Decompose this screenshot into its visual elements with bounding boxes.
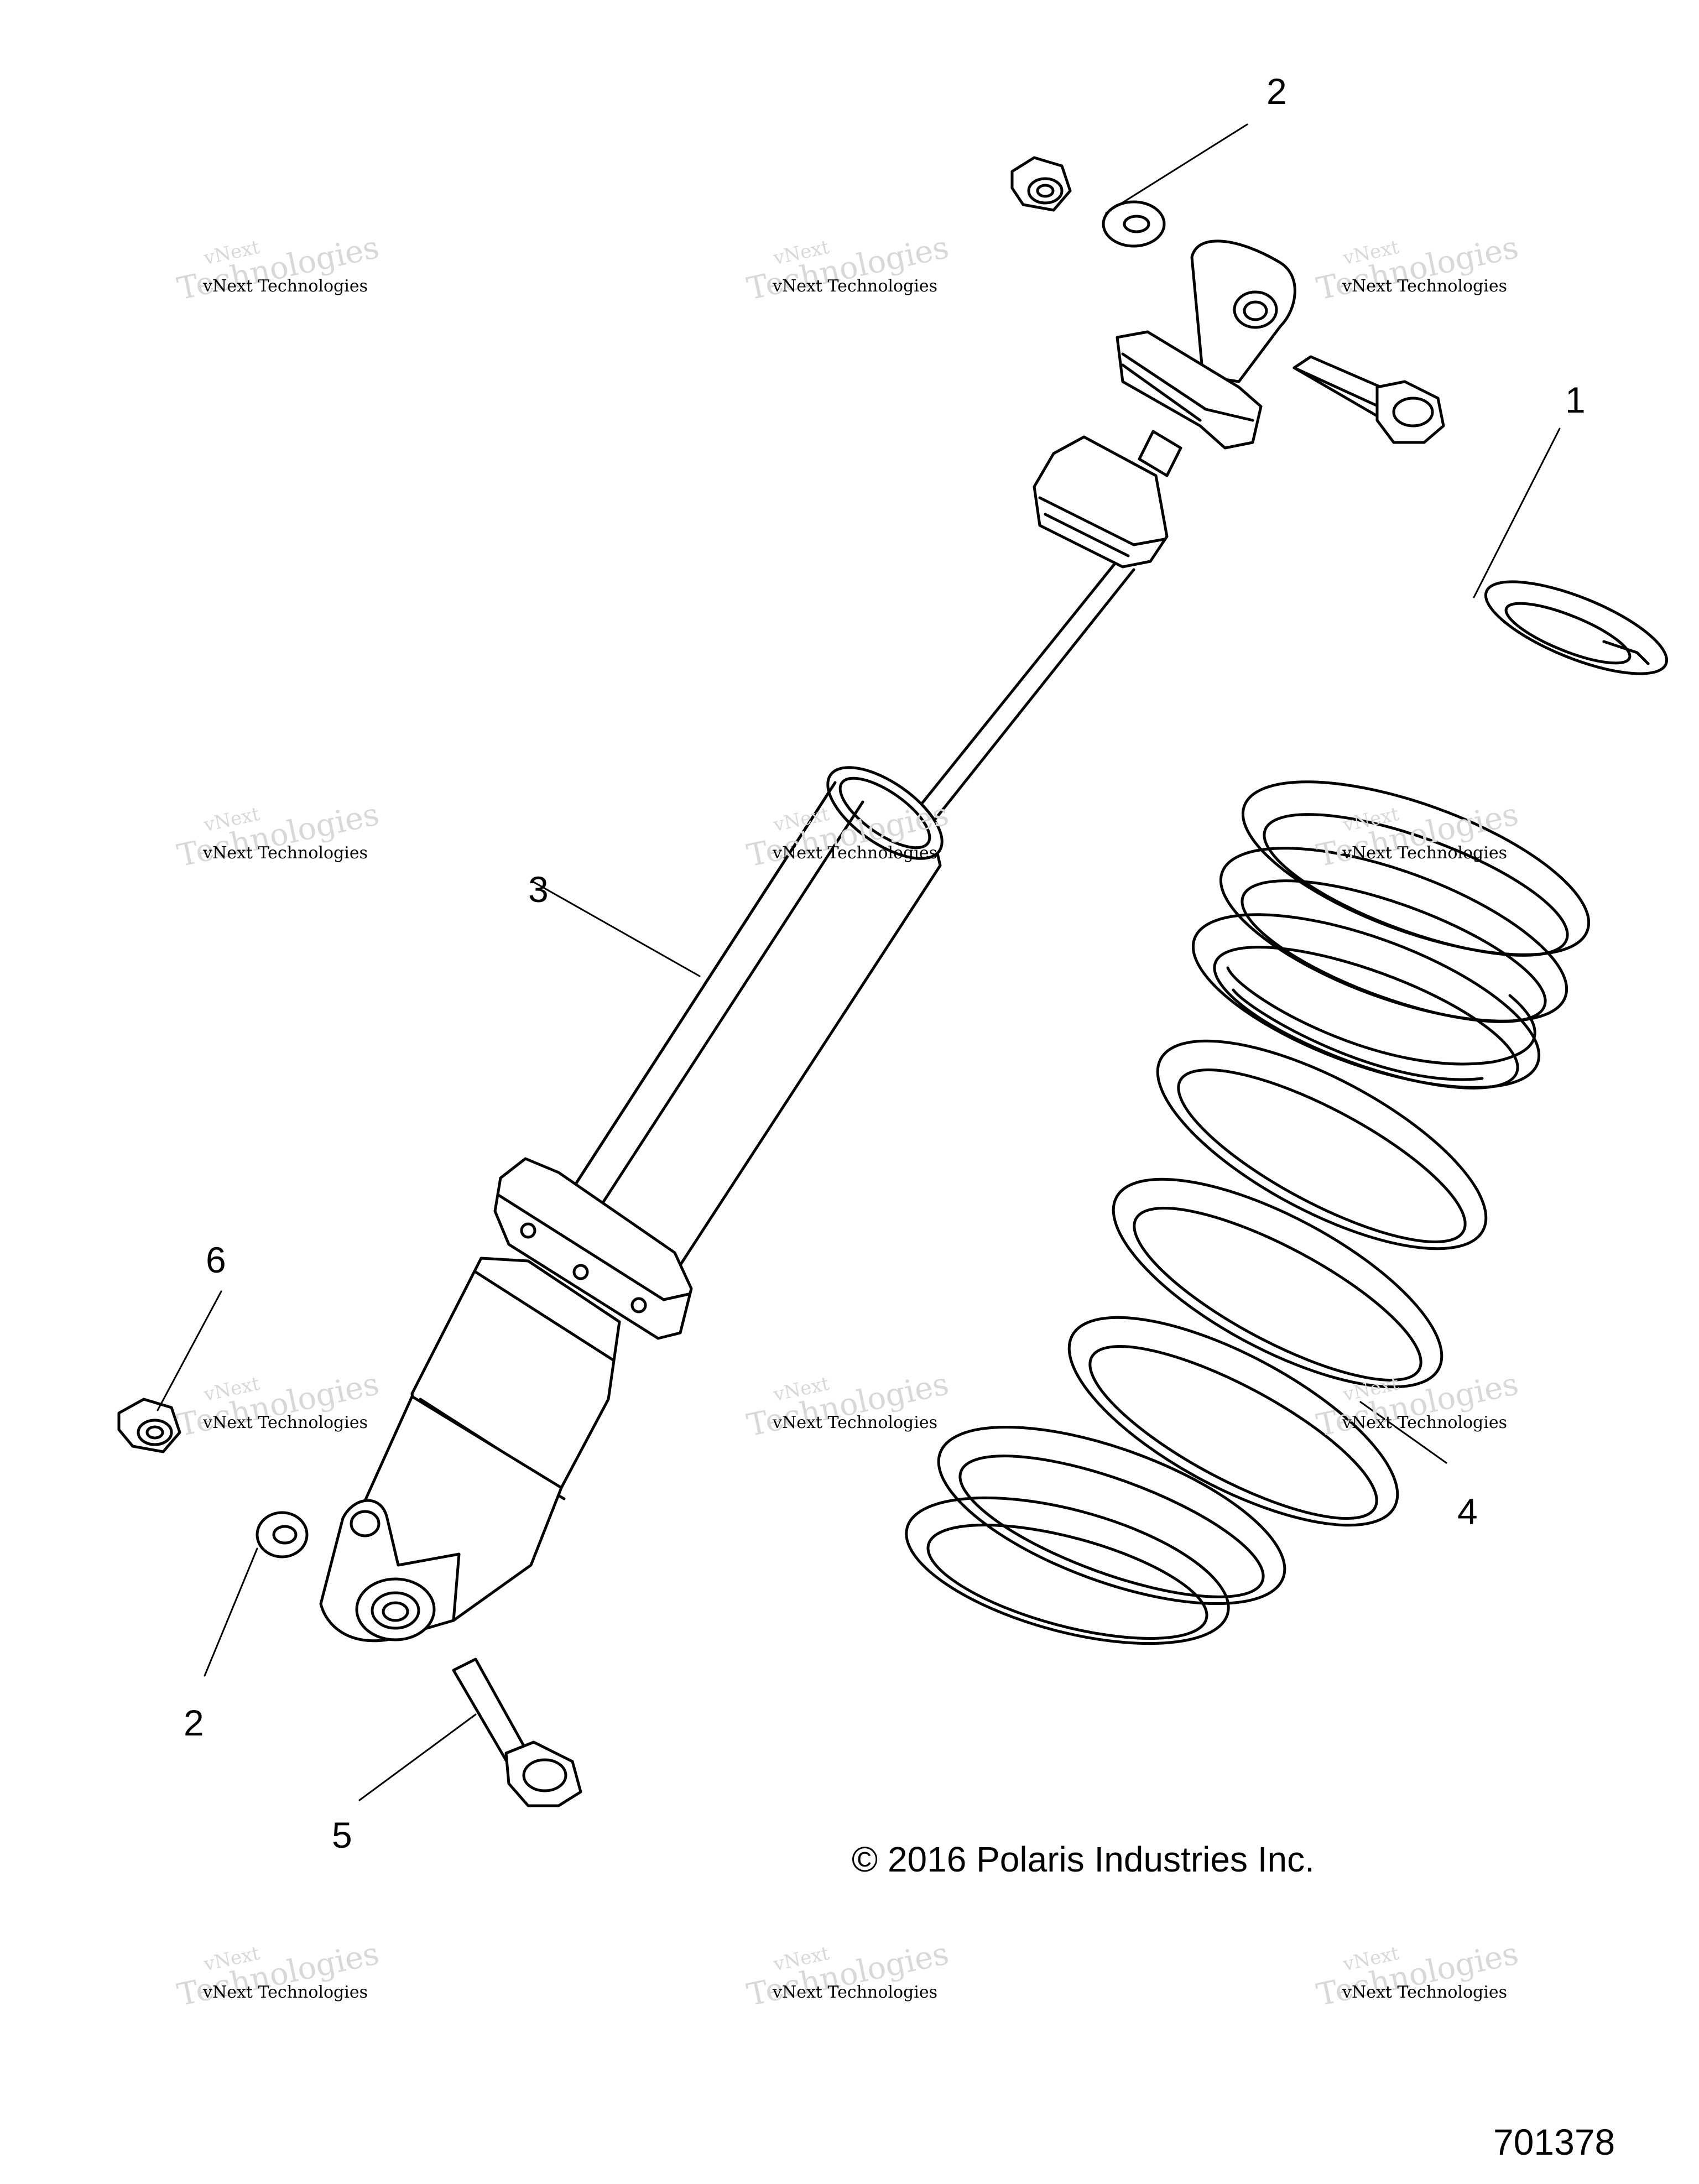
- bolt-top: [1293, 355, 1445, 444]
- bolt-bottom: [452, 1657, 582, 1807]
- coil-spring: [905, 780, 1591, 1645]
- copyright-notice: © 2016 Polaris Industries Inc.: [852, 1839, 1315, 1879]
- leader-5: [358, 1713, 477, 1801]
- flange-nut-top: [1010, 156, 1072, 212]
- washer-top: [1102, 200, 1166, 248]
- figure-number: 701378: [1493, 2122, 1615, 2162]
- flange-nut-bottom: [117, 1398, 181, 1453]
- leader-2-bottom: [204, 1547, 258, 1677]
- callout-1: 1: [1565, 379, 1586, 420]
- callout-4: 4: [1457, 1491, 1478, 1532]
- leader-lines: [157, 123, 1561, 1801]
- callout-5: 5: [332, 1815, 352, 1855]
- leader-2-top: [1105, 123, 1248, 214]
- leader-1: [1473, 428, 1561, 598]
- leader-6: [157, 1290, 222, 1411]
- callout-2-top: 2: [1267, 71, 1287, 112]
- callout-3: 3: [528, 869, 549, 910]
- callout-2-bottom: 2: [184, 1702, 204, 1743]
- shock-absorber: [319, 239, 1296, 1643]
- spring-retainer: [1484, 580, 1669, 675]
- leader-4: [1359, 1401, 1447, 1464]
- leader-3: [533, 881, 701, 977]
- callout-6: 6: [206, 1239, 226, 1280]
- washer-bottom: [256, 1511, 309, 1558]
